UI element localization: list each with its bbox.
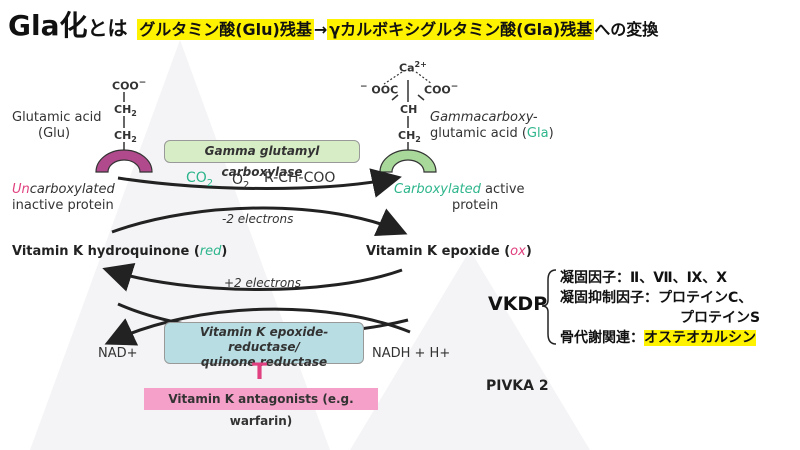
left-ch2-top: CH2 [114,103,137,119]
minus-2-electrons: -2 electrons [222,212,294,226]
vkdp-brace [541,269,557,345]
right-ch2: CH2 [398,129,421,145]
protein-left-shape [95,149,153,173]
left-ch2-bottom: CH2 [114,129,137,145]
page-title: Gla化とは グルタミン酸(Glu)残基→γカルボキシグルタミン酸(Gla)残基… [8,10,658,46]
carboxylated-label: Carboxylated active protein [394,182,525,213]
vkdp-label: VKDP [488,293,548,315]
right-ch: CH [400,103,418,116]
title-main: Gla化 [8,9,88,42]
vitamin-k-hydroquinone: Vitamin K hydroquinone (red) [12,244,228,259]
left-coo: COO− [112,78,147,93]
pivka-label: PIVKA 2 [486,378,549,394]
highlight-glu: グルタミン酸(Glu)残基 [137,19,314,40]
right-coo: COO− [424,82,459,97]
reduction-arrow [102,262,403,292]
title-tail: への変換 [594,20,659,39]
bond-line [417,94,425,101]
reductase-box: Vitamin K epoxide-reductase/ quinone red… [164,322,364,369]
plus-2-electrons: +2 electrons [224,276,302,290]
vkdp-bone: 骨代謝関連：オステオカルシン [560,330,756,346]
oxidation-arrow [111,206,408,236]
vkdp-list: 凝固因子：Ⅱ、Ⅶ、Ⅸ、Ⅹ 凝固抑制因子：プロテインC、 プロテインS 骨代謝関連… [560,268,760,348]
calcium-ion: Ca2+ [399,60,427,75]
o2-label: O2 [232,172,250,191]
antagonist-box: Vitamin K antagonists (e.g. warfarin) [144,388,378,428]
coordination-bond [415,71,433,85]
nad-label: NAD+ [98,346,138,361]
vitamin-k-epoxide: Vitamin K epoxide (ox) [366,244,532,259]
vkdp-protein-s: プロテインS [680,310,761,326]
bond-line [391,94,399,101]
co2-label: CO2 [186,170,214,189]
gla-label: Gammacarboxy- glutamic acid (Gla) [430,110,554,141]
carboxylation-arrow [117,168,402,198]
title-arrow: → [313,20,328,39]
protein-right-shape [379,149,437,173]
uncarboxylated-label: Uncarboxylated inactive protein [12,182,115,213]
inhibition-symbol: T [252,360,268,385]
vkdp-clotting-factors: 凝固因子：Ⅱ、Ⅶ、Ⅸ、Ⅹ [560,270,728,286]
title-toha: とは [87,16,128,40]
rch-label: R-CH-COO [264,170,336,186]
carboxylase-box: Gamma glutamyl carboxylase [164,140,360,179]
nad-arrow [104,307,411,346]
highlight-gla: γカルボキシグルタミン酸(Gla)残基 [327,19,595,40]
vkdp-anticoagulant: 凝固抑制因子：プロテインC、 [560,290,753,306]
nadh-label: NADH + H+ [372,346,451,361]
right-ooc: − OOC [360,82,399,97]
glutamic-acid-label: Glutamic acid (Glu) [12,110,102,141]
